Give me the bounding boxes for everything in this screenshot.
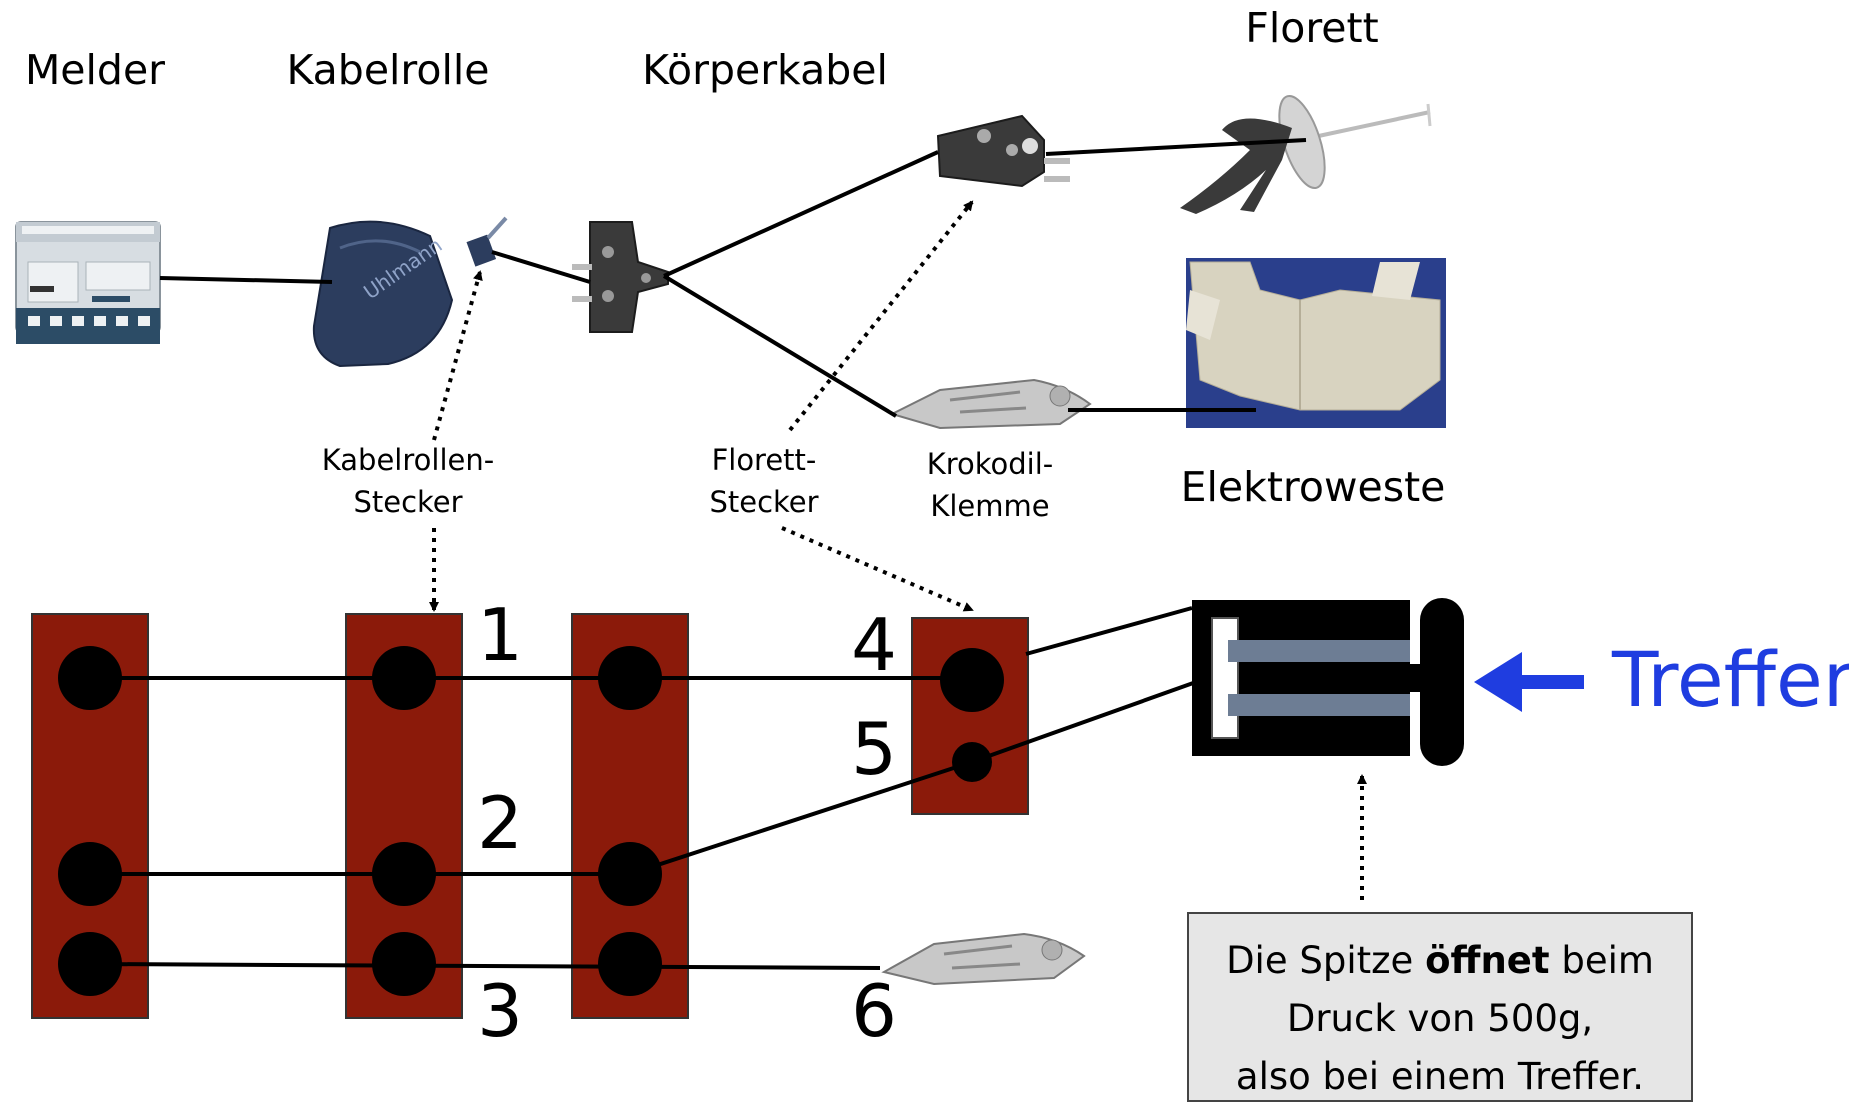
callout-florett-stecker-line1: Florett- <box>712 443 817 477</box>
note-line-3: also bei einem Treffer. <box>1235 1055 1645 1098</box>
header-kabelrolle: Kabelrolle <box>287 46 490 94</box>
header-koerperkabel: Körperkabel <box>642 46 888 94</box>
callout-krokodil-klemme-line1: Krokodil- <box>927 447 1054 481</box>
callout-kabelrollen-stecker: Kabelrollen- Stecker <box>322 443 494 519</box>
note-line-1-post: beim <box>1549 939 1654 982</box>
callout-florett-stecker-line2: Stecker <box>709 485 818 519</box>
florett-connector-block <box>911 617 1029 815</box>
electric-vest-image <box>1186 258 1446 428</box>
wire-number-5: 5 <box>851 707 897 791</box>
note-box: Die Spitze öffnet beim Druck von 500g, a… <box>1187 912 1693 1102</box>
note-line-2: Druck von 500g, <box>1286 997 1594 1040</box>
wire-number-6: 6 <box>851 969 897 1053</box>
wire-number-3: 3 <box>477 969 523 1053</box>
cable-reel-icon: Uhlmann <box>312 216 508 368</box>
alligator-clip-icon <box>881 932 1086 986</box>
foil-tip-mechanism <box>1192 598 1464 766</box>
hit-label: Treffer <box>1611 635 1849 724</box>
foil-weapon-icon <box>1180 95 1432 214</box>
header-melder: Melder <box>25 46 165 94</box>
callout-kabelrollen-stecker-line2: Stecker <box>353 485 462 519</box>
note-line-1-pre: Die Spitze <box>1226 939 1426 982</box>
foil-plug-icon <box>936 114 1070 188</box>
callout-krokodil-klemme: Krokodil- Klemme <box>927 447 1054 523</box>
contact-points <box>58 646 1004 996</box>
header-elektroweste: Elektroweste <box>1181 463 1446 511</box>
alligator-clip-icon <box>889 378 1092 430</box>
wire-number-1: 1 <box>477 593 523 677</box>
callout-arrows <box>429 200 1367 900</box>
wire-number-4: 4 <box>851 603 897 687</box>
note-line-1-bold: öffnet <box>1425 939 1550 982</box>
scoring-machine-icon <box>15 221 161 344</box>
callout-krokodil-klemme-line2: Klemme <box>930 489 1049 523</box>
note-line-1: Die Spitze öffnet beim <box>1189 932 1691 990</box>
two-pin-plug-icon <box>572 221 669 333</box>
callout-florett-stecker: Florett- Stecker <box>709 443 818 519</box>
foil-tip-button <box>1420 598 1464 766</box>
wire-number-2: 2 <box>477 781 523 865</box>
header-florett: Florett <box>1245 4 1378 52</box>
callout-kabelrollen-stecker-line1: Kabelrollen- <box>322 443 494 477</box>
equipment-wires <box>159 138 1307 418</box>
hit-arrow <box>1474 652 1584 712</box>
schematic-wires <box>89 606 1197 970</box>
